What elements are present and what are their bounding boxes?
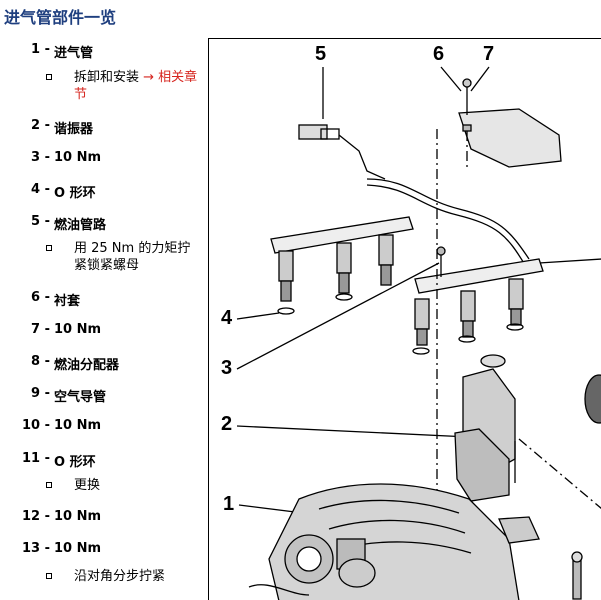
square-bullet-icon [46, 245, 52, 251]
item-label: 10 Nm [54, 541, 102, 556]
item-label: 10 Nm [54, 150, 102, 165]
item-number: 3 - [31, 150, 50, 165]
square-bullet-icon [46, 573, 52, 579]
exploded-view-diagram: 5 6 7 4 3 2 1 [208, 38, 601, 600]
item-number: 5 - [31, 214, 50, 229]
item-number: 10 - [21, 418, 50, 433]
item-label: 空气导管 [54, 390, 107, 405]
item-number: 7 - [31, 322, 50, 337]
note-text: 沿对角分步拧紧 [74, 569, 166, 584]
callout-label: 3 [221, 357, 233, 379]
item-label: 10 Nm [54, 418, 102, 433]
callout-label: 2 [221, 413, 233, 435]
item-number: 8 - [31, 354, 50, 369]
item-label: 燃油分配器 [54, 358, 120, 373]
square-bullet-icon [46, 482, 52, 488]
intake-manifold-illustration [236, 66, 601, 600]
note-text: 用 25 Nm 的力矩拧紧锁紧螺母 [74, 241, 191, 273]
callout-label: 1 [223, 493, 235, 515]
item-label: 燃油管路 [54, 218, 107, 233]
item-label: 进气管 [54, 46, 94, 61]
note-text: 更换 [74, 478, 101, 493]
page-title: 进气管部件一览 [4, 8, 117, 27]
item-label: 谐振器 [54, 122, 94, 137]
related-chapter-link[interactable]: → 相关章节 [74, 70, 198, 102]
item-number: 9 - [31, 386, 50, 401]
callout-label: 7 [483, 43, 495, 65]
item-number: 13 - [21, 541, 50, 556]
item-label: O 形环 [54, 455, 96, 470]
callout-label: 5 [315, 43, 327, 65]
item-label: 10 Nm [54, 322, 102, 337]
item-number: 2 - [31, 118, 50, 133]
square-bullet-icon [46, 74, 52, 80]
item-number: 1 - [31, 42, 50, 57]
parts-list: 1 - 进气管 拆卸和安装 → 相关章节 2 - 谐振器 3 - 10 Nm 4… [0, 0, 205, 600]
item-number: 4 - [31, 182, 50, 197]
item-label: 10 Nm [54, 509, 102, 524]
item-number: 6 - [31, 290, 50, 305]
item-label: O 形环 [54, 186, 96, 201]
callout-label: 4 [221, 307, 233, 329]
item-number: 11 - [21, 451, 50, 466]
item-number: 12 - [21, 509, 50, 524]
note-text: 拆卸和安装 [74, 70, 140, 85]
item-label: 衬套 [54, 294, 81, 309]
callout-label: 6 [433, 43, 445, 65]
